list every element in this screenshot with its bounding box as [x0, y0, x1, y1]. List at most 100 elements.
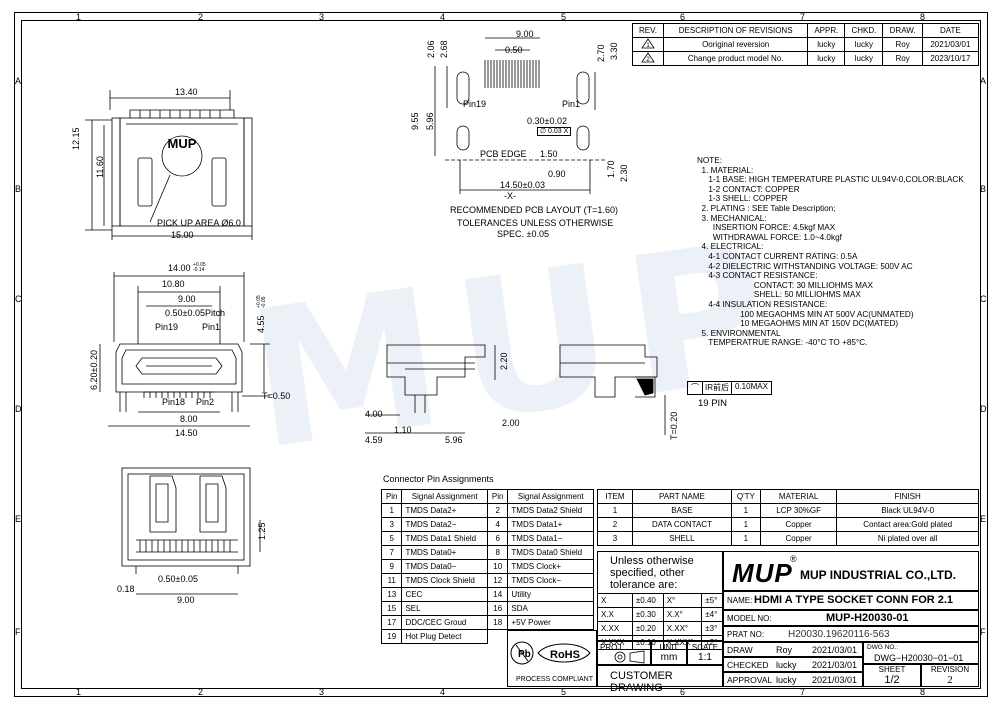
front-dim-14-00: 14.00 [168, 263, 191, 273]
company-name: MUP INDUSTRIAL CO.,LTD. [800, 568, 956, 582]
front-thickness: T=0.50 [262, 391, 291, 401]
name-label: NAME: [727, 596, 753, 605]
zone-row-b-right: B [980, 184, 987, 194]
side-view-drawing [365, 344, 666, 435]
front-dim-4-55-tol: +0.05 -0.05 [256, 295, 267, 308]
pin-number: 9 [380, 559, 403, 574]
pcb-pads [484, 60, 540, 88]
zone-col-3-bottom: 3 [319, 687, 325, 697]
zone-col-7-bottom: 7 [800, 687, 806, 697]
pin-header: Pin [380, 489, 403, 504]
approval-date: 2021/03/01 [812, 675, 858, 685]
svg-text:2: 2 [646, 57, 650, 63]
tolerance-intro: Unless otherwise specified, other tolera… [610, 555, 694, 591]
appr-header: APPR. [807, 23, 846, 38]
rev-date: 2021/03/01 [921, 37, 980, 52]
note-line: TEMPERATRUE RANGE: -40°C TO +85°C. [697, 338, 868, 348]
front-pin18-label: Pin18 [162, 397, 186, 407]
zone-col-6-bottom: 6 [680, 687, 686, 697]
rev-appr: lucky [807, 37, 846, 52]
pin-number: 10 [486, 559, 509, 574]
part-name: DATA CONTACT [632, 517, 732, 532]
rev-desc: Ooriginal reversion [662, 37, 809, 52]
note-line: 4-4 INSULATION RESISTANCE: [697, 299, 828, 309]
signal-header: Signal Assignment [507, 489, 594, 504]
note-line: 3. MECHANICAL: [697, 213, 767, 223]
part-name: BASE [632, 503, 732, 518]
pin-number: 15 [380, 601, 403, 616]
pin-signal: SDA [507, 601, 594, 616]
part-item: 3 [597, 531, 633, 546]
note-line: 4. ELECTRICAL: [697, 242, 764, 252]
pin-signal: TMDS Data2+ [401, 503, 488, 518]
date-header: DATE [921, 23, 980, 38]
pin-signal: TMDS Data1− [507, 531, 594, 546]
checked-row: CHECKED lucky 2021/03/01 [723, 657, 863, 672]
proj-label: PROJ. [600, 643, 624, 652]
pcb-dim-14-50: 14.50±0.03 [500, 180, 545, 190]
draw-header: DRAW. [882, 23, 923, 38]
side-thickness: T=0.20 [669, 411, 679, 440]
pin-number: 16 [486, 601, 509, 616]
part-qty: 1 [730, 503, 761, 518]
pcb-datum-x: -X- [504, 191, 516, 201]
pin-number: 3 [380, 517, 403, 532]
note-line: 1-1 BASE: HIGH TEMPERATURE PLASTIC UL94V… [697, 175, 964, 185]
registered-mark: ® [790, 554, 797, 564]
pin-number: 17 [380, 615, 403, 630]
zone-col-1: 1 [76, 12, 82, 22]
finish-header: FINISH [836, 489, 979, 504]
dim-15-00: 15.00 [171, 230, 194, 240]
rev-header: REV. [632, 23, 664, 38]
model-cell: MODEL NO: MUP-H20030-01 [723, 610, 979, 626]
dim-12-15: 12.15 [71, 127, 81, 150]
note-line: 4-1 CONTACT CURRENT RATING: 0.5A [697, 251, 858, 261]
dim-11-60: 11.60 [95, 156, 105, 178]
part-finish: Contact area:Gold plated [836, 517, 979, 532]
prat-cell: PRAT NO: H20030.19620116-563 [723, 626, 979, 642]
zone-col-5-bottom: 5 [561, 687, 567, 697]
side-dim-2-20: 2.20 [499, 352, 509, 370]
zone-row-d-right: D [980, 404, 987, 414]
rev-triangle-icon: 2 [641, 52, 655, 63]
pin-number: 7 [380, 545, 403, 560]
tol-angle-value: ±4° [701, 607, 724, 622]
zone-col-3: 3 [319, 12, 325, 22]
draw-by: Roy [776, 645, 793, 655]
pin-number: 14 [486, 587, 509, 602]
pin-number: 4 [486, 517, 509, 532]
bottom-dim-9-00: 9.00 [177, 595, 195, 605]
tol-value: ±0.40 [631, 593, 664, 608]
pcb-dim-2-68: 2.68 [439, 40, 449, 58]
draw-label: DRAW [727, 645, 753, 655]
company-cell: MUP ® MUP INDUSTRIAL CO.,LTD. [723, 551, 979, 591]
note-line: INSERTION FORCE: 4.5kgf MAX [697, 223, 836, 233]
front-pin1-label: Pin1 [202, 322, 221, 332]
note-line: 100 MEGAOHMS MIN AT 500V AC(UNMATED) [697, 309, 914, 319]
pcb-dim-9-00: 9.00 [516, 29, 534, 39]
projection-cell: PROJ. [597, 641, 651, 665]
pcb-dim-0-90: 0.90 [548, 169, 566, 179]
company-logo: MUP [732, 558, 793, 588]
zone-row-a: A [15, 76, 22, 86]
note-line: 4-2 DIELECTRIC WITHSTANDING VOLTAGE: 500… [697, 261, 913, 271]
note-line: CONTACT: 30 MILLIOHMS MAX [697, 280, 873, 290]
desc-header: DESCRIPTION OF REVISIONS [662, 23, 809, 38]
customer-cell: CUSTOMER DRAWING [597, 665, 723, 694]
pcb-dim-1-70: 1.70 [606, 160, 616, 178]
zone-col-1-bottom: 1 [76, 687, 82, 697]
sheet-cell: SHEET 1/2 [863, 664, 921, 687]
pcb-tolerance-line1: TOLERANCES UNLESS OTHERWISE [457, 218, 614, 228]
tol-angle-format: X° [662, 593, 703, 608]
pcb-dim-1-50: 1.50 [540, 149, 558, 159]
note-line: NOTE: [697, 156, 723, 165]
note-line: 2. PLATING : SEE Table Description; [697, 203, 836, 213]
